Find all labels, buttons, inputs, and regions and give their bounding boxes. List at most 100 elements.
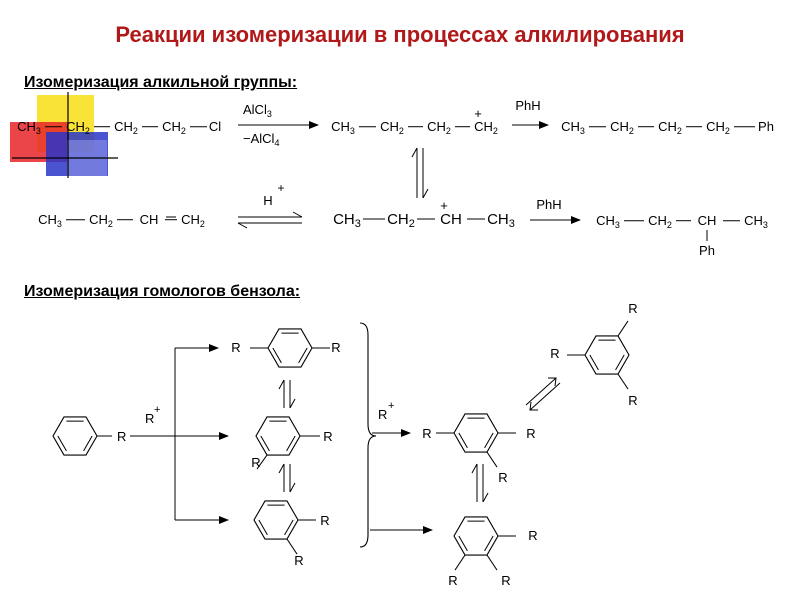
para-substituent-2: R [331,340,340,355]
para-meta-equilibrium-down-head [289,398,296,409]
acid-catalyst-label: H [263,193,272,208]
meta-ortho-equilibrium-up-head [278,463,285,474]
trialkyl-123-substituent-1: R [528,528,537,543]
byproduct-label: −AlCl4 [243,131,279,148]
trialkyl-123-substituent-2: R [501,573,510,588]
trialkyl-123-ring [453,516,499,556]
meta-substituent-1: R [323,429,332,444]
meta-substituent-2: R [251,455,260,470]
phh-label-1: PhH [515,98,540,113]
alkylbenzene-double-bond-1 [57,435,67,452]
alkene-group-0: CH3 [38,212,62,229]
catalyst-label: AlCl3 [243,102,272,119]
meta-substituent-2-bond [256,454,268,470]
trialkyl-124-substituent-1: R [422,426,431,441]
branched-product-group-2: CH [698,213,717,228]
ortho-substituent-2-bond [286,538,298,555]
secondary-cation-group-2: CH [440,211,462,228]
linear-product-group-0: CH3 [561,119,585,136]
trialkyl-equilibrium-lower-up-head [471,463,478,474]
protonation-equilibrium-reverse-head [237,222,248,229]
linear-product-group-1: CH2 [610,119,634,136]
electrophile-charge: + [154,404,160,416]
reactant-group-0: CH3 [17,119,41,136]
ortho-dialkyl-double-bond-0 [284,519,294,536]
trialkyl-equilibrium-diag-2 [529,382,561,411]
linear-product-group-4: Ph [758,119,774,134]
alkylbenzene-substituent: R [117,429,126,444]
primary-cation-charge: + [474,106,482,121]
trialkyl-equilibrium-diag-2-head [529,401,538,411]
trialkyl-equilibrium-lower-down-head [482,492,489,503]
trialkyl-135-substituent-2: R [550,346,559,361]
primary-cation-group-3: CH2 [474,119,498,136]
secondary-cation-charge: + [440,198,448,213]
alkene-group-1: CH2 [89,212,113,229]
trialkyl-124-ring [453,413,499,453]
branched-product-group-1: CH2 [648,213,672,230]
trialkyl-124-double-bond-1 [458,432,468,449]
trialkyl-123-substituent-2-bond [486,554,498,571]
primary-cation-group-1: CH2 [380,119,404,136]
branch-substituent: Ph [699,243,715,258]
curly-brace [359,322,377,548]
trialkyl-123-substituent-3-bond [454,554,466,571]
alkene-group-2: CH [140,212,159,227]
para-dialkyl-double-bond-0 [298,347,308,364]
secondary-cation-group-1: CH2 [387,211,415,230]
trialkyl-135-substituent-1-bond [617,320,629,337]
slide-title: Реакции изомеризации в процессах алкилир… [115,22,685,47]
meta-dialkyl-ring [255,416,301,456]
secondary-cation-group-0: CH3 [333,211,361,230]
reactant-group-3: CH2 [162,119,186,136]
trialkyl-135-ring [584,335,630,375]
acid-catalyst-charge: + [277,181,284,195]
trialkyl-135-substituent-3-bond [617,373,629,390]
hydride-shift-equilibrium-up-head [411,147,418,158]
alkene-group-3: CH2 [181,212,205,229]
branched-product-group-0: CH3 [596,213,620,230]
trialkyl-equilibrium-diag-1 [525,377,557,406]
ortho-dialkyl-double-bond-1 [258,519,268,536]
trialkyl-124-substituent-2: R [526,426,535,441]
alkylbenzene-double-bond-0 [83,435,93,452]
section-heading-alkyl: Изомеризация алкильной группы: [24,74,298,91]
para-substituent-1: R [231,340,240,355]
electrophile-label-2: R [378,407,387,422]
electrophile-charge-2: + [388,400,394,412]
electrophile-label: R [145,411,154,426]
para-dialkyl-double-bond-1 [272,347,282,364]
hydride-shift-equilibrium-down-head [422,188,429,199]
trialkyl-135-substituent-3: R [628,393,637,408]
branched-product-group-3: CH3 [744,213,768,230]
protonation-equilibrium-forward-head [292,211,303,218]
ortho-dialkyl-ring [253,500,299,540]
secondary-cation-group-3: CH3 [487,211,515,230]
linear-product-group-3: CH2 [706,119,730,136]
meta-dialkyl-double-bond-1 [260,435,270,452]
phh-label-2: PhH [536,197,561,212]
trialkyl-equilibrium-diag-1-head [548,377,557,387]
meta-ortho-equilibrium-down-head [289,482,296,493]
trialkyl-124-substituent-3: R [498,470,507,485]
trialkyl-123-substituent-3: R [448,573,457,588]
trialkyl-123-double-bond-1 [458,535,468,552]
primary-cation-group-0: CH3 [331,119,355,136]
meta-dialkyl-double-bond-0 [286,435,296,452]
primary-cation-group-2: CH2 [427,119,451,136]
ortho-substituent-2: R [294,553,303,568]
reactant-group-1: CH2 [66,119,90,136]
reactant-group-4: Cl [209,119,221,134]
trialkyl-135-double-bond-1 [589,354,599,371]
trialkyl-135-double-bond-0 [615,354,625,371]
para-dialkyl-ring [267,328,313,368]
linear-product-group-2: CH2 [658,119,682,136]
ortho-substituent-1: R [320,513,329,528]
trialkyl-124-double-bond-0 [484,432,494,449]
trialkyl-123-double-bond-0 [484,535,494,552]
